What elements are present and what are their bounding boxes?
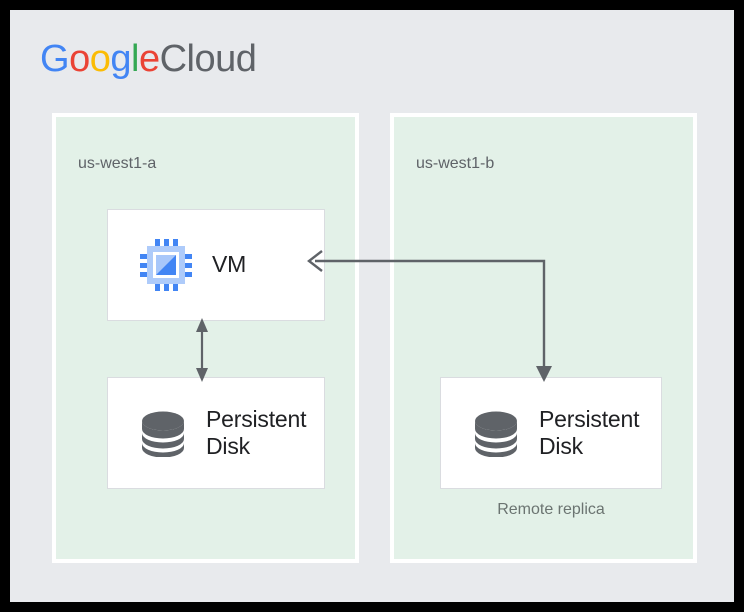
zone-us-west1-b: us-west1-b Persistent Disk Remote replic…	[390, 113, 697, 563]
resource-card-persistent-disk-b[interactable]: Persistent Disk	[440, 377, 662, 489]
logo-letter-o1: o	[69, 38, 90, 80]
logo-letter-e: e	[138, 38, 160, 80]
logo-letter-l: l	[130, 38, 139, 80]
logo-letter-o2: o	[89, 38, 111, 80]
diagram-canvas: GoogleCloud us-west1-a	[10, 10, 734, 602]
zone-label-us-west1-b: us-west1-b	[416, 155, 495, 172]
logo-letter-g: g	[110, 38, 131, 80]
resource-label-vm: VM	[212, 251, 247, 278]
resource-card-persistent-disk-a[interactable]: Persistent Disk	[107, 377, 325, 489]
cpu-chip-icon	[140, 239, 192, 291]
database-disk-icon	[473, 409, 519, 458]
resource-card-vm[interactable]: VM	[107, 209, 325, 321]
resource-label-persistent-disk-a: Persistent Disk	[206, 405, 307, 459]
zone-us-west1-a: us-west1-a	[52, 113, 359, 563]
zone-label-us-west1-a: us-west1-a	[78, 155, 157, 172]
logo-letter-G: G	[40, 38, 70, 80]
database-disk-icon	[140, 409, 186, 458]
google-cloud-logo: GoogleCloud	[40, 38, 257, 80]
caption-remote-replica: Remote replica	[497, 501, 605, 518]
logo-cloud-text: Cloud	[159, 38, 257, 80]
resource-label-persistent-disk-b: Persistent Disk	[539, 405, 640, 459]
